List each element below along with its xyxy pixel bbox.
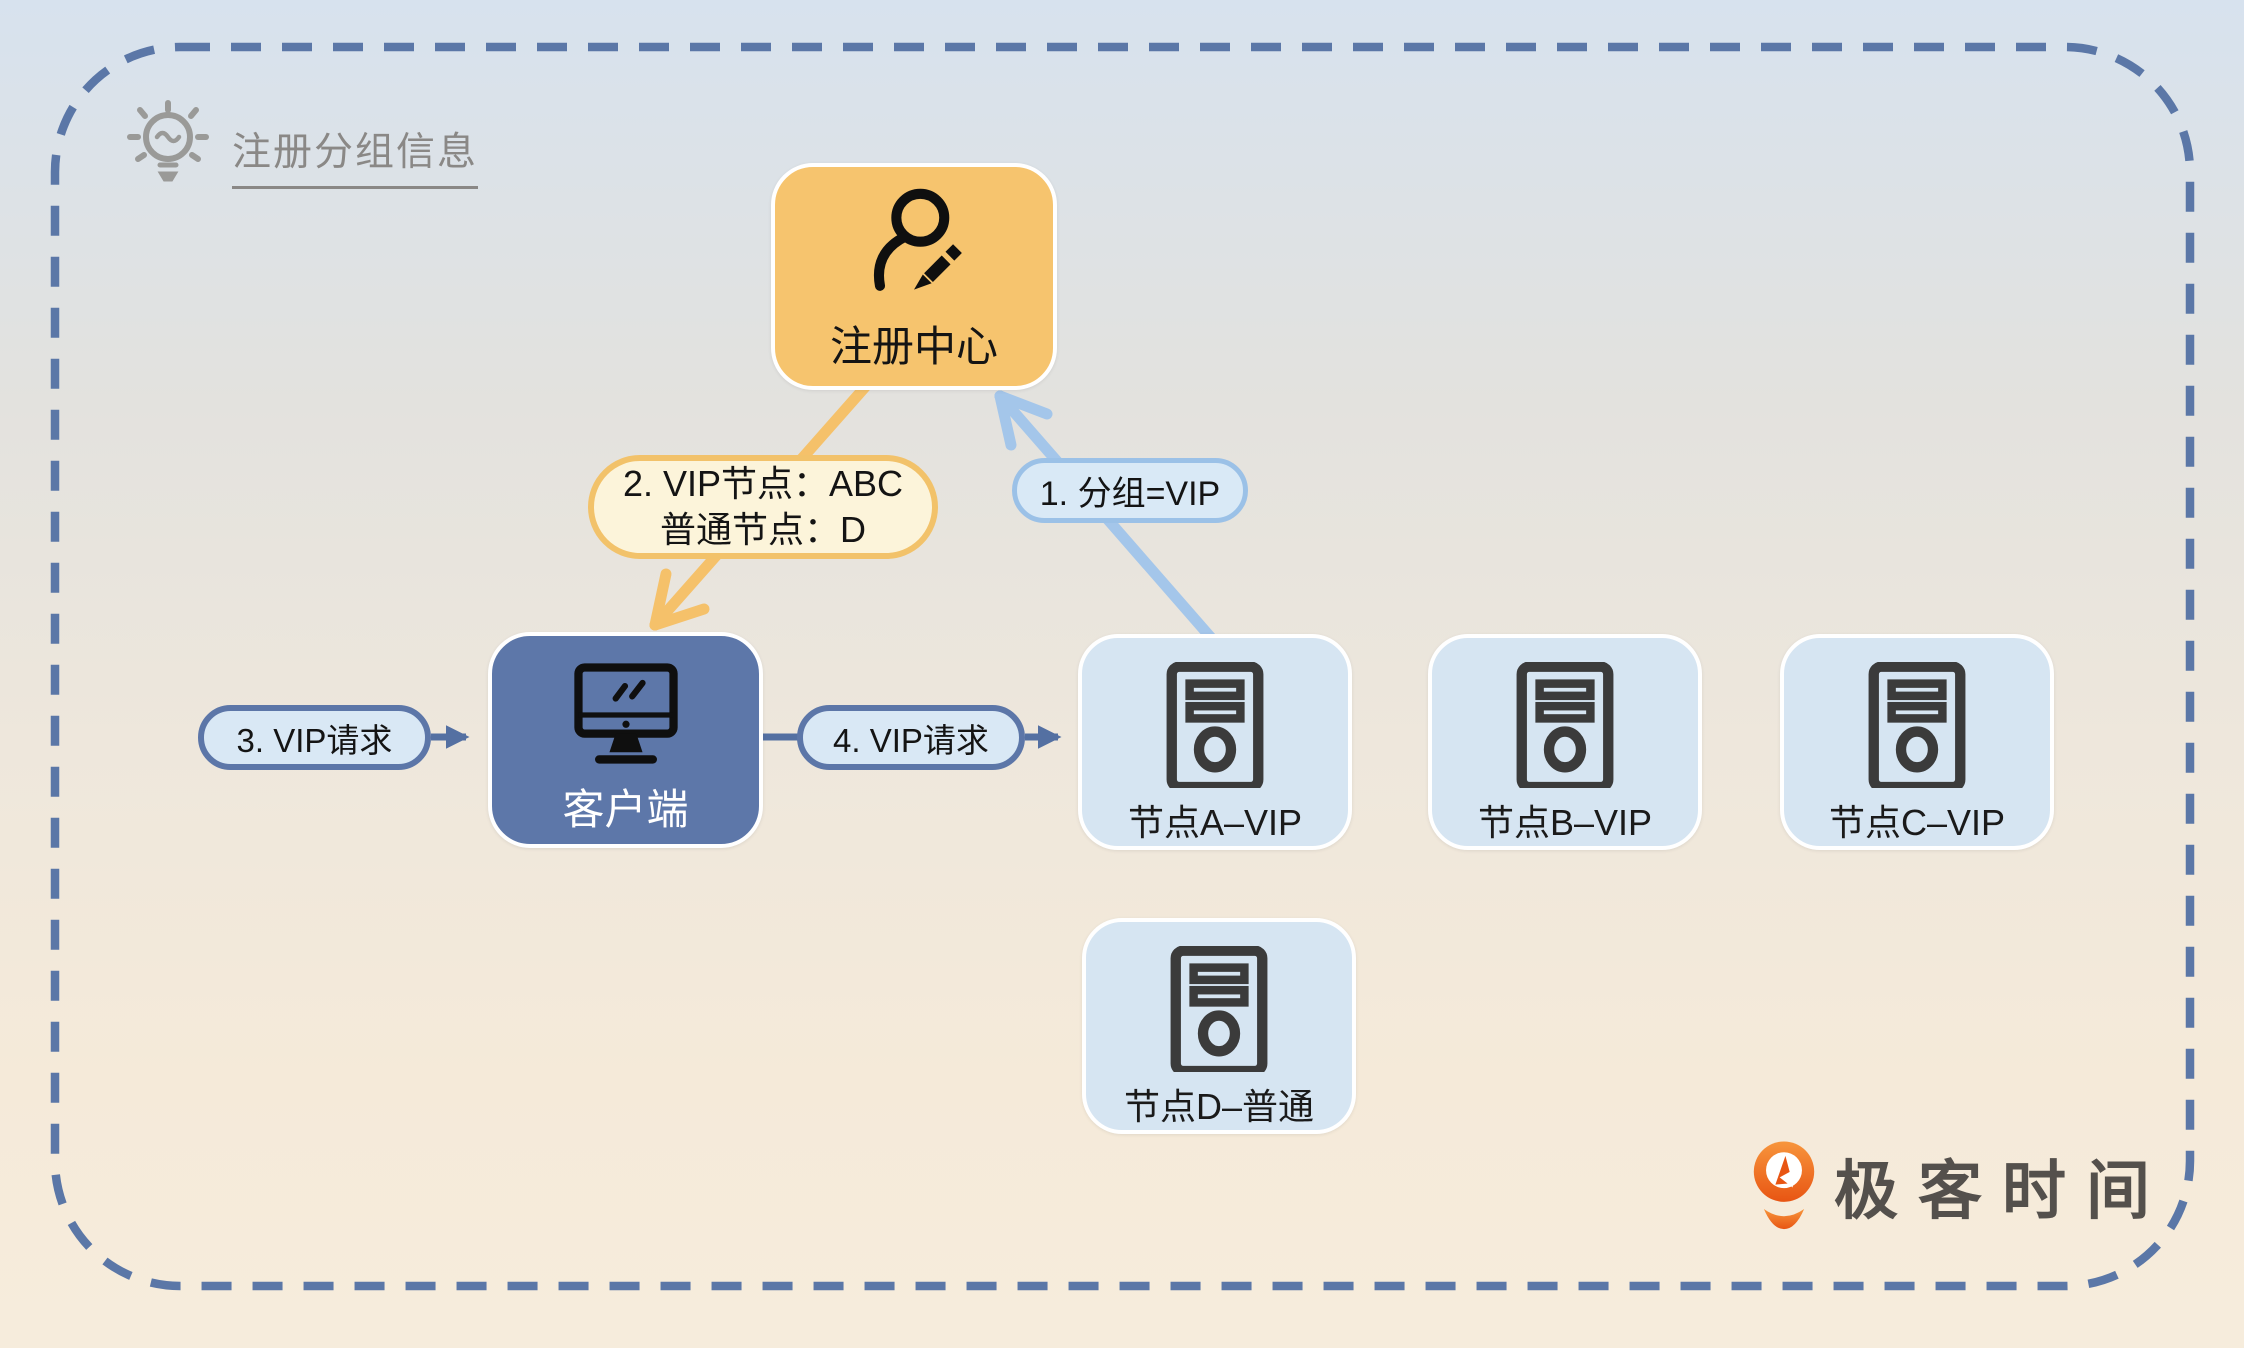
pill-step3: 3. VIP请求 [198,705,431,770]
node-d-normal: 节点D–普通 [1082,918,1356,1134]
callout-step2-line2: 普通节点：D [660,509,866,550]
user-edit-icon [873,188,962,291]
monitor-icon [573,663,678,764]
node-a-label: 节点A–VIP [1127,802,1303,843]
callout-step2-line1: 2. VIP节点：ABC [622,463,904,504]
node-c-label: 节点C–VIP [1828,802,2006,843]
node-c-vip: 节点C–VIP [1780,634,2054,850]
node-b-vip: 节点B–VIP [1428,634,1702,850]
dashed-frame-border [50,42,2195,1291]
callout-step2: 2. VIP节点：ABC 普通节点：D [588,455,938,559]
server-icon [1857,662,1977,788]
diagram-title: 注册分组信息 [232,121,479,189]
geektime-logo [1753,1141,1815,1230]
registry-center-node: 注册中心 [771,163,1057,390]
pill-step3-text: 3. VIP请求 [236,721,393,759]
client-node: 客户端 [488,632,763,848]
server-icon [1505,662,1625,788]
registry-center-label: 注册中心 [829,323,998,370]
callout-step1-text: 1. 分组=VIP [1039,475,1221,513]
server-icon [1155,662,1275,788]
node-b-label: 节点B–VIP [1477,802,1653,843]
geektime-logo-text: 极客时间 [1834,1155,2170,1227]
diagram-header: 注册分组信息 [118,95,479,195]
node-d-label: 节点D–普通 [1123,1086,1315,1127]
callout-step1: 1. 分组=VIP [1012,458,1248,523]
server-icon [1159,946,1279,1072]
node-a-vip: 节点A–VIP [1078,634,1352,850]
lightbulb-icon [127,100,209,182]
pill-step4-text: 4. VIP请求 [833,721,989,759]
pill-step4: 4. VIP请求 [797,705,1025,770]
client-label: 客户端 [562,786,689,833]
geektime-branding: 极客时间 [1748,1140,2170,1232]
